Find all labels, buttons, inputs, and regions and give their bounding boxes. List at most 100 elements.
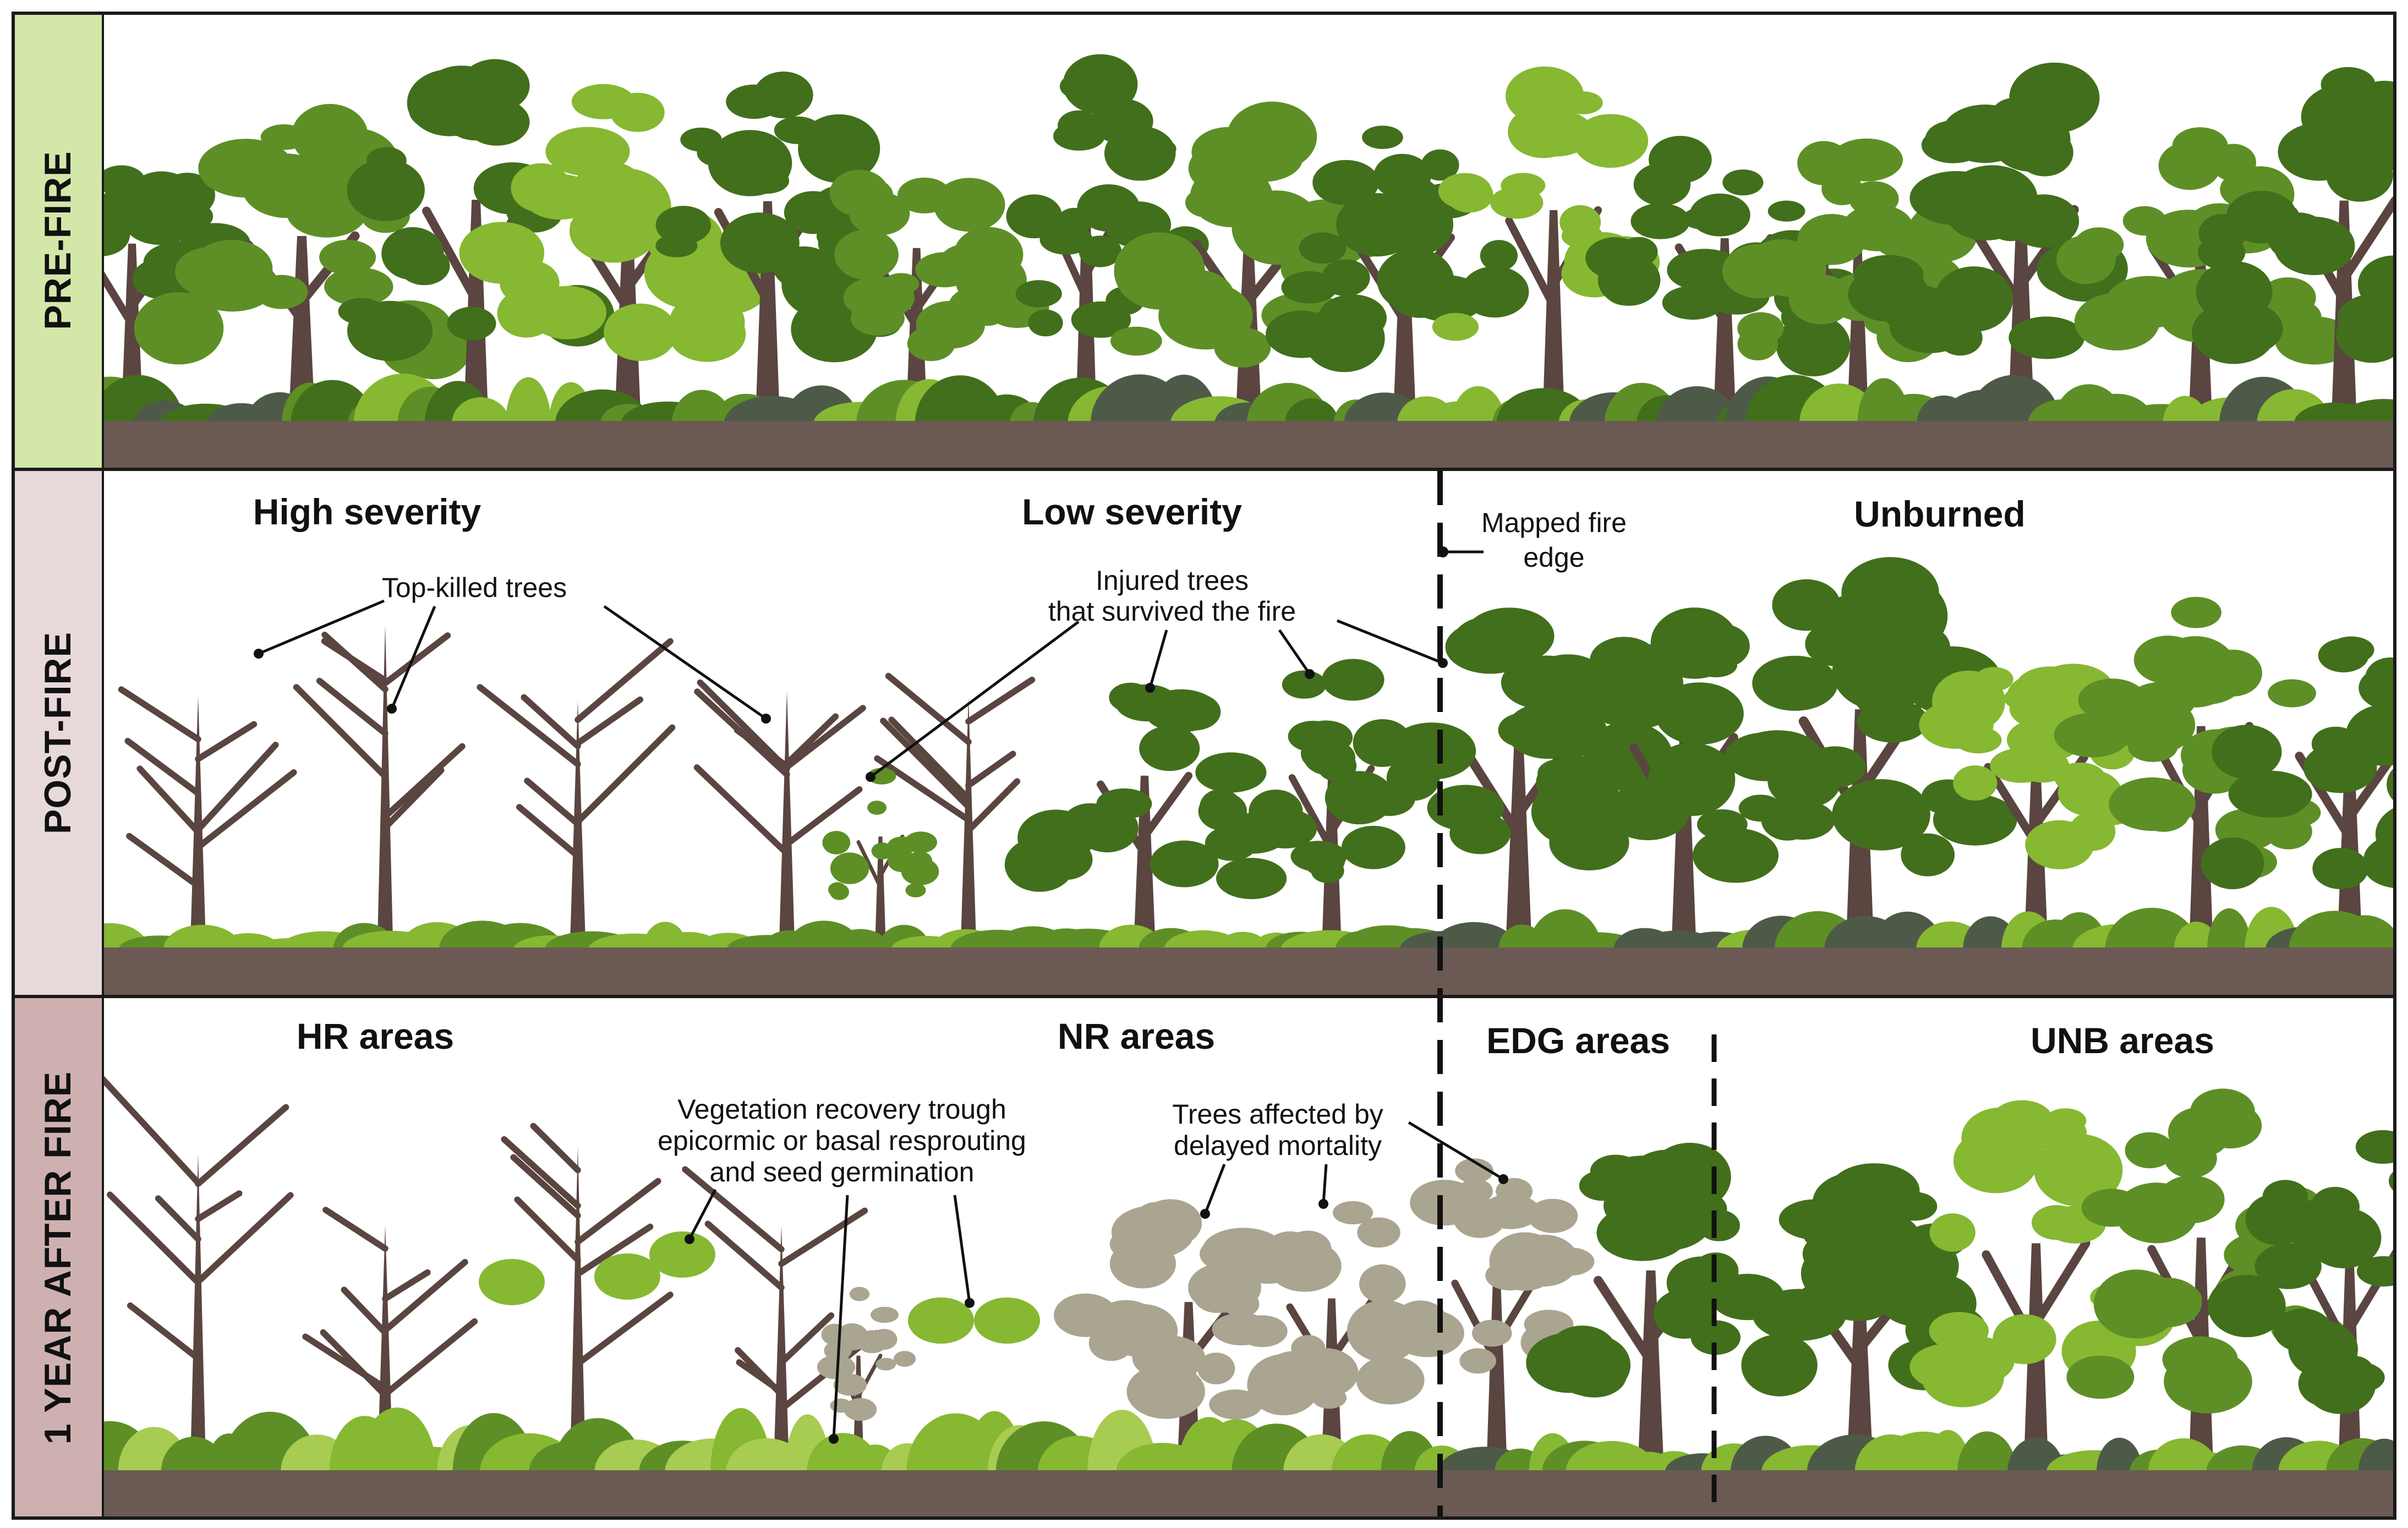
foliage-clump: [1254, 808, 1317, 849]
dead-branch: [514, 1196, 581, 1263]
tree-branch: [422, 206, 480, 305]
tree-trunk: [875, 836, 886, 949]
foliage-clump: [2312, 848, 2369, 889]
foliage-clump: [188, 256, 277, 312]
dead-branch: [778, 1312, 835, 1366]
dead-branch: [524, 777, 581, 828]
foliage-clump: [500, 260, 560, 306]
foliage-clump: [1299, 232, 1347, 264]
foliage-clump: [2056, 235, 2116, 284]
dead-branch: [574, 724, 676, 825]
foliage-clump: [1654, 1289, 1715, 1339]
dead-branch: [574, 1223, 654, 1278]
resprout-foliage: [594, 1253, 660, 1300]
foliage-clump: [867, 801, 887, 815]
injured-label-line2: that survived the fire: [1048, 596, 1296, 627]
delayed-label-line1: Trees affected by: [1172, 1099, 1383, 1130]
dead-trunk: [779, 691, 795, 949]
foliage-clump: [905, 883, 926, 897]
foliage-clump: [2034, 1133, 2123, 1207]
top-killed-dot-1: [254, 649, 264, 659]
foliage-clump: [1449, 812, 1511, 855]
foliage-clump: [610, 92, 665, 132]
foliage-clump: [1455, 1158, 1493, 1184]
foliage-clump: [1211, 143, 1280, 181]
dead-branch: [501, 1136, 581, 1209]
tree-branch: [1593, 1275, 1656, 1366]
tree-branch: [1141, 771, 1192, 841]
dead-branch: [574, 696, 644, 747]
foliage-clump: [968, 303, 1005, 326]
foliage-clump: [2288, 1321, 2358, 1378]
foliage-clump: [894, 1351, 916, 1367]
foliage-clump: [1197, 1352, 1235, 1384]
oneyear-label-band: [13, 998, 102, 1518]
foliage-clump: [1506, 702, 1591, 759]
foliage-clump: [1291, 1335, 1326, 1362]
dead-branch: [103, 1075, 201, 1186]
dead-trunk: [190, 1153, 206, 1472]
postfire-panel-label: POST-FIRE: [37, 632, 79, 834]
foliage-clump: [680, 127, 722, 152]
foliage-clump: [366, 147, 407, 174]
foliage-clump: [1377, 249, 1454, 313]
foliage-clump: [844, 1398, 877, 1421]
recovery-label-line3: and seed germination: [710, 1157, 975, 1187]
foliage-clump: [1506, 66, 1584, 125]
edg-areas-heading: EDG areas: [1486, 1020, 1670, 1061]
delayed-label-line2: delayed mortality: [1174, 1130, 1382, 1161]
foliage-clump: [2306, 1207, 2382, 1269]
tree-trunk: [1506, 741, 1532, 949]
recovery-leader-2: [832, 1195, 849, 1439]
foliage-clump: [871, 842, 894, 859]
foliage-clump: [2198, 1103, 2262, 1149]
foliage-clump: [1988, 208, 2033, 242]
dead-branch: [965, 676, 1036, 725]
foliage-clump: [1209, 1389, 1263, 1420]
foliage-clump: [1667, 249, 1743, 292]
dead-branch: [322, 1207, 388, 1252]
tree-branch: [856, 840, 883, 889]
foliage-clump: [1832, 779, 1931, 851]
foliage-clump: [2201, 301, 2283, 356]
foliage-clump: [933, 178, 1005, 232]
tree-branch: [103, 270, 136, 329]
foliage-clump: [1929, 1213, 1975, 1252]
foliage-clump: [1696, 809, 1748, 840]
foliage-clump: [1432, 313, 1479, 341]
foliage-clump: [1445, 177, 1493, 213]
dead-branch: [126, 833, 201, 889]
resprout-foliage: [649, 1231, 715, 1278]
dead-trunk: [773, 1225, 790, 1472]
foliage-clump: [1110, 326, 1162, 356]
foliage-clump: [1571, 728, 1619, 757]
foliage-clump: [2066, 1355, 2135, 1399]
tree-trunk: [2007, 210, 2035, 424]
foliage-clump: [2355, 1130, 2395, 1164]
top-killed-dot-2: [387, 704, 397, 714]
foliage-clump: [1767, 200, 1805, 222]
foliage-clump: [1109, 1226, 1169, 1262]
dead-branch: [316, 677, 388, 737]
foliage-clump: [1341, 825, 1405, 869]
foliage-clump: [1821, 172, 1863, 205]
foliage-clump: [915, 252, 974, 288]
foliage-clump: [1579, 1170, 1627, 1201]
foliage-clump: [1953, 1128, 2038, 1193]
dead-branch: [136, 765, 201, 835]
foliage-clump: [773, 246, 834, 290]
foliage-clump: [1092, 1300, 1159, 1349]
foliage-clump: [1359, 1264, 1406, 1304]
tree-trunk: [1846, 1282, 1874, 1472]
mapped-edge-label-line2: edge: [1523, 542, 1584, 573]
foliage-clump: [1282, 670, 1327, 699]
foliage-clump: [1559, 205, 1601, 239]
foliage-clump: [1362, 125, 1403, 149]
foliage-clump: [2171, 596, 2221, 628]
injured-dot-3: [1305, 669, 1315, 679]
low-severity-heading: Low severity: [1022, 491, 1242, 532]
foliage-clump: [1317, 750, 1357, 782]
figure-frame: [12, 12, 2396, 1520]
foliage-clump: [822, 831, 851, 855]
